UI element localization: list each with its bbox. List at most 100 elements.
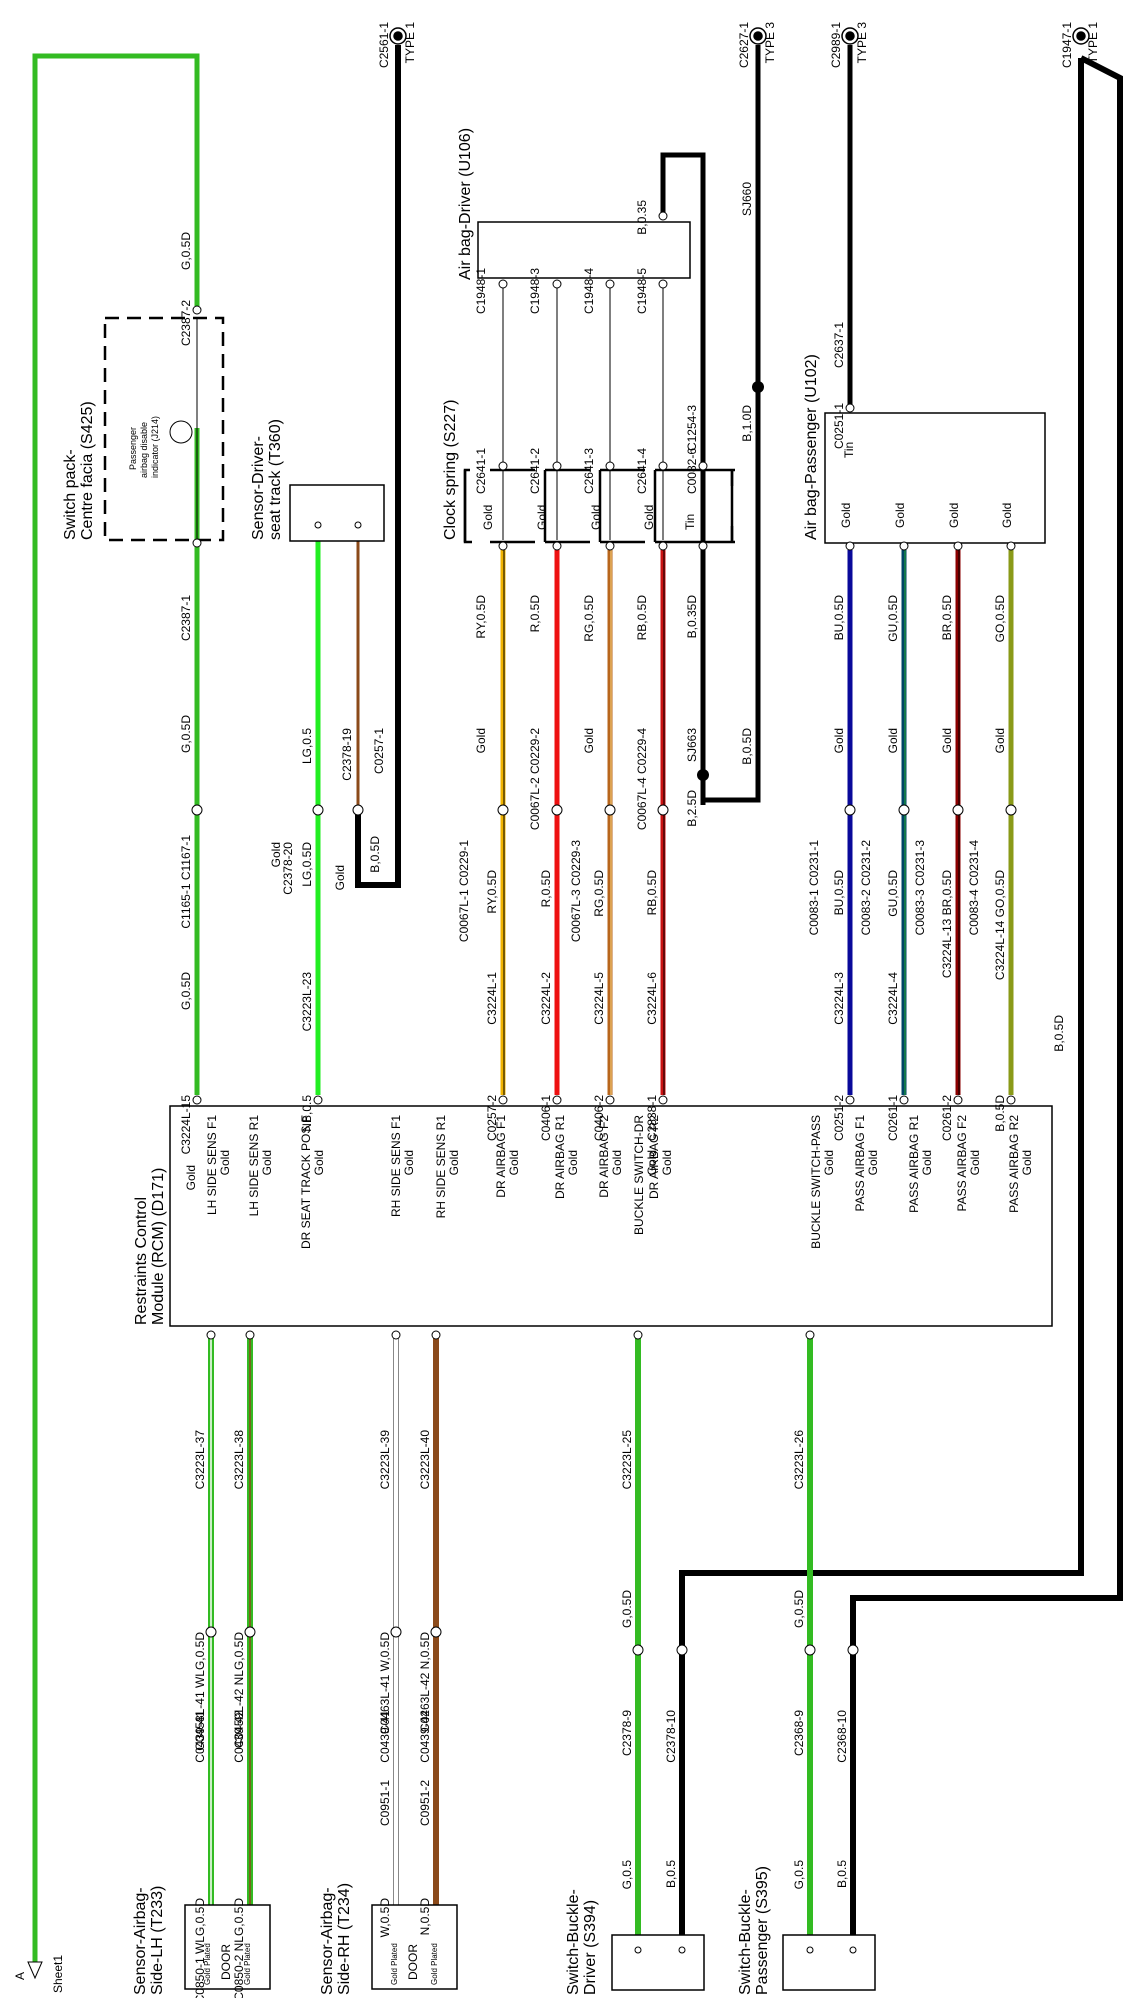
pin-c1948-3 xyxy=(552,461,562,471)
top-label: C1948-5 xyxy=(635,268,649,314)
top-label: Gold xyxy=(269,842,283,867)
pin-c0251-1 xyxy=(845,541,855,551)
pin-c0439-42-rh xyxy=(430,1626,442,1638)
top-label: RG,0.5D xyxy=(592,870,606,917)
top-label: C3224L-6 xyxy=(645,972,659,1025)
buckle_passenger-title-1: Switch-Buckle- xyxy=(737,1889,754,1995)
rcm-pin-label: BUCKLE SWITCH-PASS xyxy=(809,1115,823,1249)
airbag-driver-box[interactable] xyxy=(477,221,691,279)
clock-spring-title: Clock spring (S227) xyxy=(442,400,459,541)
buckle-driver-box[interactable] xyxy=(611,1934,705,1991)
wire-black-ground-1[interactable] xyxy=(355,45,401,888)
pin-c0231-3 xyxy=(952,804,964,816)
bottom-label: C2368-10 xyxy=(835,1710,849,1763)
rcm-pin-finish: Gold xyxy=(402,1150,416,1175)
switch-pack-box[interactable] xyxy=(103,316,225,542)
seat-track-box[interactable] xyxy=(289,484,385,542)
top-label: Gold xyxy=(886,728,900,753)
wire-green-sheet1[interactable] xyxy=(32,53,200,1965)
top-label: Gold xyxy=(940,728,954,753)
pin-c0439-41-lh xyxy=(205,1626,217,1638)
clock-spring-pin: Gold xyxy=(589,505,603,530)
clock-spring-pin: Tin xyxy=(683,514,697,530)
bottom-label: C3223L-37 xyxy=(193,1430,207,1490)
pin-c3223l-38 xyxy=(245,1330,255,1340)
clock-spring-box[interactable] xyxy=(463,468,735,544)
top-label: RY,0.5D xyxy=(485,870,499,914)
top-label: C2641-1 xyxy=(474,448,488,494)
sheet-ref-letter: A xyxy=(13,1972,27,1980)
rcm-pin-finish: Gold xyxy=(866,1150,880,1175)
pin-c2378-10 xyxy=(676,1644,688,1656)
airbag-passenger-box[interactable] xyxy=(824,412,1046,544)
airbag-passenger-pin: Gold xyxy=(1000,503,1014,528)
rcm-pin-label: DR AIRBAG F1 xyxy=(494,1115,508,1198)
airbag-passenger-title: Air bag-Passenger (U102) xyxy=(803,354,820,540)
pin-buckle-dr-1 xyxy=(634,1946,642,1954)
top-label: BU,0.5D xyxy=(832,595,846,641)
top-label: C1254-3 xyxy=(685,405,699,451)
rcm-box[interactable] xyxy=(169,1105,1053,1327)
top-label: C0406-2 xyxy=(592,1095,606,1141)
top-label: C1165-1 C1167-1 xyxy=(179,835,193,929)
top-label: SJ660 xyxy=(740,182,754,216)
top-label: B,0.5D xyxy=(1052,1015,1066,1052)
pin-c0261-2 xyxy=(1006,541,1016,551)
sensor_rh-box-mid: DOOR xyxy=(406,1944,420,1980)
buckle-passenger-box[interactable] xyxy=(782,1934,876,1991)
sheet-arrow-icon[interactable] xyxy=(27,1961,43,1980)
bottom-label: C2368-9 xyxy=(792,1710,806,1756)
pin-c3223l-23 xyxy=(313,1095,323,1105)
airbag-passenger-pin: Tin xyxy=(842,442,856,458)
rcm-pin-label: LH SIDE SENS F1 xyxy=(205,1115,219,1215)
rcm-title-2: Module (RCM) (D171) xyxy=(150,1168,167,1325)
pin-c0261-1 xyxy=(953,541,963,551)
bottom-label: C0439-42 xyxy=(418,1710,432,1763)
top-label: C1948-3 xyxy=(528,268,542,314)
wire-black-right-outer[interactable] xyxy=(850,55,1123,1625)
top-label: C3224L-14 GO,0.5D xyxy=(993,870,1007,980)
top-label: B,1.0D xyxy=(740,405,754,442)
top-label: GU,0.5D xyxy=(886,870,900,917)
pin-c3224l-1 xyxy=(498,1095,508,1105)
wire-black-right-inner[interactable] xyxy=(679,58,1084,1625)
pin-c0231-4 xyxy=(1005,804,1017,816)
top-label: C1948-1 xyxy=(474,268,488,314)
sensor_rh-box-top: Gold Plated xyxy=(390,1943,399,1985)
top-label: B,0.5D xyxy=(993,1095,1007,1132)
ground-type: TYPE 3 xyxy=(855,22,869,64)
pin-c3224l-14 xyxy=(1006,1095,1016,1105)
pin-c2387-1 xyxy=(192,538,202,548)
pin-c0439-42-lh xyxy=(244,1626,256,1638)
sensor-lh-box[interactable] xyxy=(184,1904,271,1990)
top-label: C0261-2 xyxy=(940,1095,954,1141)
ground-id: C1947-1 xyxy=(1060,22,1074,68)
top-label: C3223L-23 xyxy=(300,972,314,1032)
pin-c2387-2 xyxy=(192,305,202,315)
top-label: G,0.5D xyxy=(179,232,193,270)
rcm-pin-label: DR AIRBAG R1 xyxy=(553,1115,567,1199)
top-label: R,0.5D xyxy=(528,595,542,633)
pin-c3223l-40 xyxy=(431,1330,441,1340)
rcm-pin-finish: Gold xyxy=(822,1150,836,1175)
buckle_driver-title-1: Switch-Buckle- xyxy=(565,1889,582,1995)
pin-c0439-41-rh xyxy=(390,1626,402,1638)
top-label: RY,0.5D xyxy=(474,595,488,639)
bottom-label: C0439-41 xyxy=(378,1710,392,1763)
sensor-rh-box[interactable] xyxy=(371,1904,458,1990)
sensor_rh-title-1: Sensor-Airbag- xyxy=(319,1887,336,1995)
bottom-label: C2378-9 xyxy=(620,1710,634,1756)
pin-c1948-5 xyxy=(658,461,668,471)
bottom-label: C0951-2 xyxy=(418,1780,432,1826)
pin-c3223l-37 xyxy=(206,1330,216,1340)
pin-c3224l-2 xyxy=(552,1095,562,1105)
pin-c0231-2 xyxy=(898,804,910,816)
rcm-pin-finish: Gold xyxy=(1020,1150,1034,1175)
bottom-label: C3223L-25 xyxy=(620,1430,634,1490)
top-label: C2378-19 xyxy=(340,728,354,781)
airbag-passenger-pin: Gold xyxy=(893,503,907,528)
ground-id: C2989-1 xyxy=(829,22,843,68)
pin-c2378-20 xyxy=(312,804,324,816)
top-label: B,2.5D xyxy=(685,790,699,827)
